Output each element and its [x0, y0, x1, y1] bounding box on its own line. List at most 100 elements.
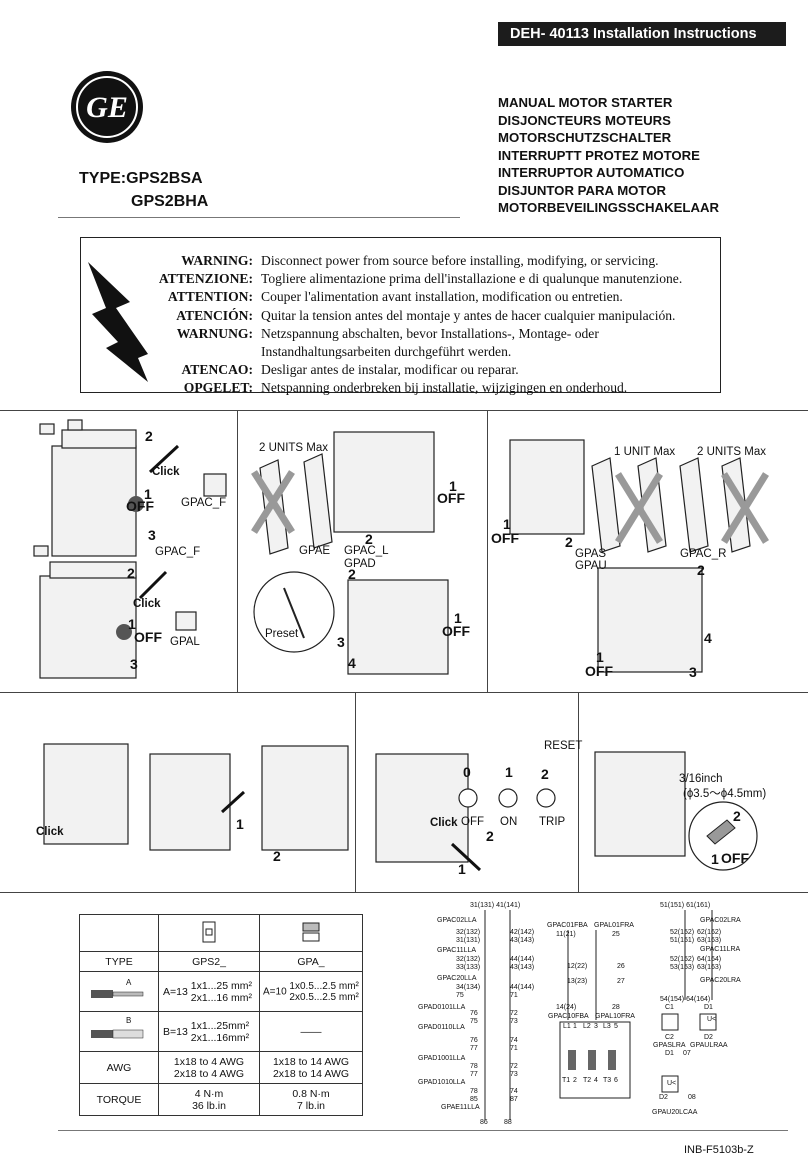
warning-list: WARNING:Disconnect power from source bef… [148, 252, 736, 398]
warning-label: ATTENTION: [167, 289, 253, 305]
product-title: DISJUNTOR PARA MOTOR [498, 182, 667, 198]
click-label: Click [430, 817, 458, 829]
terminal-label: 88 [504, 1119, 512, 1126]
rail-mounting-illustration [43, 743, 349, 851]
section-divider [0, 692, 808, 693]
terminal-label: 72 [510, 1010, 518, 1017]
terminal-label: 54(154) 64(164) [660, 996, 711, 1003]
terminal-label: 74 [510, 1037, 518, 1044]
product-title: MANUAL MOTOR STARTER [498, 95, 673, 110]
document-title-bar: DEH- 40113 Installation Instructions [498, 22, 786, 46]
stripped-wire-icon [91, 990, 144, 998]
units-max-label: 2 UNITS Max [697, 446, 767, 458]
units-max-label: 2 UNITS Max [259, 442, 329, 454]
terminal-label: 77 [470, 1045, 478, 1052]
torque-value: 36 lb.in [192, 1099, 226, 1112]
off-label: OFF [585, 663, 613, 679]
gps2-header-icon [158, 914, 260, 952]
terminal-label: 73 [510, 1018, 518, 1025]
module-label: GPAD1001LLA [418, 1055, 466, 1062]
module-label: GPASLRA [653, 1042, 686, 1049]
warning-text: Netzspannung abschalten, bevor Installat… [261, 325, 599, 341]
off-label: OFF [491, 530, 519, 546]
step-number: 2 [697, 562, 705, 578]
module-label: GPAULRAA [690, 1042, 728, 1049]
gpa-ferrule-wire-spec: —— [259, 1011, 363, 1052]
module-label: GPAL01FRA [594, 922, 634, 929]
step-number: 1 [236, 816, 244, 832]
gpa-type: GPA_ [259, 951, 363, 972]
trip-state-label: TRIP [539, 816, 566, 828]
terminal-label: 13(23) [567, 978, 588, 985]
terminal-label: 31(131) 41(141) [470, 902, 521, 909]
gps2-type: GPS2_ [158, 951, 260, 972]
gpa-icon [302, 922, 320, 941]
part-label: GPAS [575, 548, 607, 560]
part-label: GPAD [344, 558, 376, 570]
terminal-label: 52(152) [670, 956, 695, 963]
module-label: GPAC20LLA [437, 975, 477, 982]
hole-size-label: 3/16inch [679, 773, 723, 785]
warning-text: Desligar antes de instalar, modificar ou… [261, 362, 519, 378]
wire-range: 1x1...25mm² [190, 1019, 250, 1032]
off-label: OFF [126, 498, 154, 514]
reset-label: RESET [544, 740, 583, 752]
warning-label: ATTENZIONE: [158, 271, 253, 287]
terminal-label: 62(162) [697, 929, 722, 936]
warning-label: ATENCIÓN: [176, 307, 253, 323]
click-label: Click [152, 466, 180, 478]
torque-value: 0.8 N·m [292, 1087, 330, 1100]
pole-label: 5 [614, 1023, 618, 1030]
part-label: GPAC_L [344, 545, 389, 557]
step-number: 2 [348, 566, 356, 582]
gps2-icon [202, 921, 216, 942]
terminal-label: 32(132) [456, 956, 481, 963]
wire-range: 2x0.5...2.5 mm² [289, 991, 359, 1003]
section-divider [487, 410, 488, 692]
off-label: OFF [442, 623, 470, 639]
accessory-mounting-illustration [33, 419, 227, 679]
warning-label: OPGELET: [183, 380, 253, 396]
pole-label: L3 [603, 1023, 611, 1030]
step-number: 2 [565, 534, 573, 550]
part-label: GPAC_R [680, 548, 727, 560]
coil-label: D2 [659, 1094, 668, 1101]
coil-label: D2 [704, 1034, 713, 1041]
product-title: INTERRUPTOR AUTOMATICO [498, 165, 685, 180]
section-divider [0, 892, 808, 893]
step-number: 4 [704, 630, 712, 646]
unit-max-label: 1 UNIT Max [614, 446, 676, 458]
module-label: GPAC20LRA [700, 977, 741, 984]
terminal-label: 71 [510, 1045, 518, 1052]
warning-text: Couper l'alimentation avant installation… [261, 289, 623, 305]
terminal-label: 42(142) [510, 929, 535, 936]
step-number: 1 [128, 616, 136, 632]
awg-value: 2x18 to 4 AWG [173, 1067, 245, 1080]
product-title-list: MANUAL MOTOR STARTER DISJONCTEURS MOTEUR… [498, 94, 719, 217]
step-number: 3 [689, 664, 697, 680]
terminal-label: 78 [470, 1088, 478, 1095]
terminal-label: 33(133) [456, 964, 481, 971]
terminal-label: 12(22) [567, 963, 588, 970]
pole-label: 4 [594, 1077, 598, 1084]
dimension-b-label: B [126, 1016, 132, 1025]
terminal-label: 72 [510, 1063, 518, 1070]
terminal-label: 34(134) [456, 984, 481, 991]
warning-label: ATENCAO: [181, 362, 254, 378]
padlock-illustration [594, 751, 758, 871]
off-label: OFF [437, 490, 465, 506]
position-label: 2 [541, 766, 549, 782]
warning-box [80, 237, 721, 393]
coil-label: C2 [665, 1034, 674, 1041]
awg-value: 1x18 to 4 AWG [173, 1055, 245, 1068]
torque-value: 7 lb.in [296, 1099, 326, 1112]
terminal-label: 76 [470, 1010, 478, 1017]
terminal-label: 87 [510, 1096, 518, 1103]
torque-label: TORQUE [79, 1083, 159, 1116]
strip-length: A=10 [263, 986, 287, 998]
coil-label: 08 [688, 1094, 696, 1101]
awg-label: AWG [79, 1051, 159, 1084]
ge-logo: GE [71, 71, 143, 143]
